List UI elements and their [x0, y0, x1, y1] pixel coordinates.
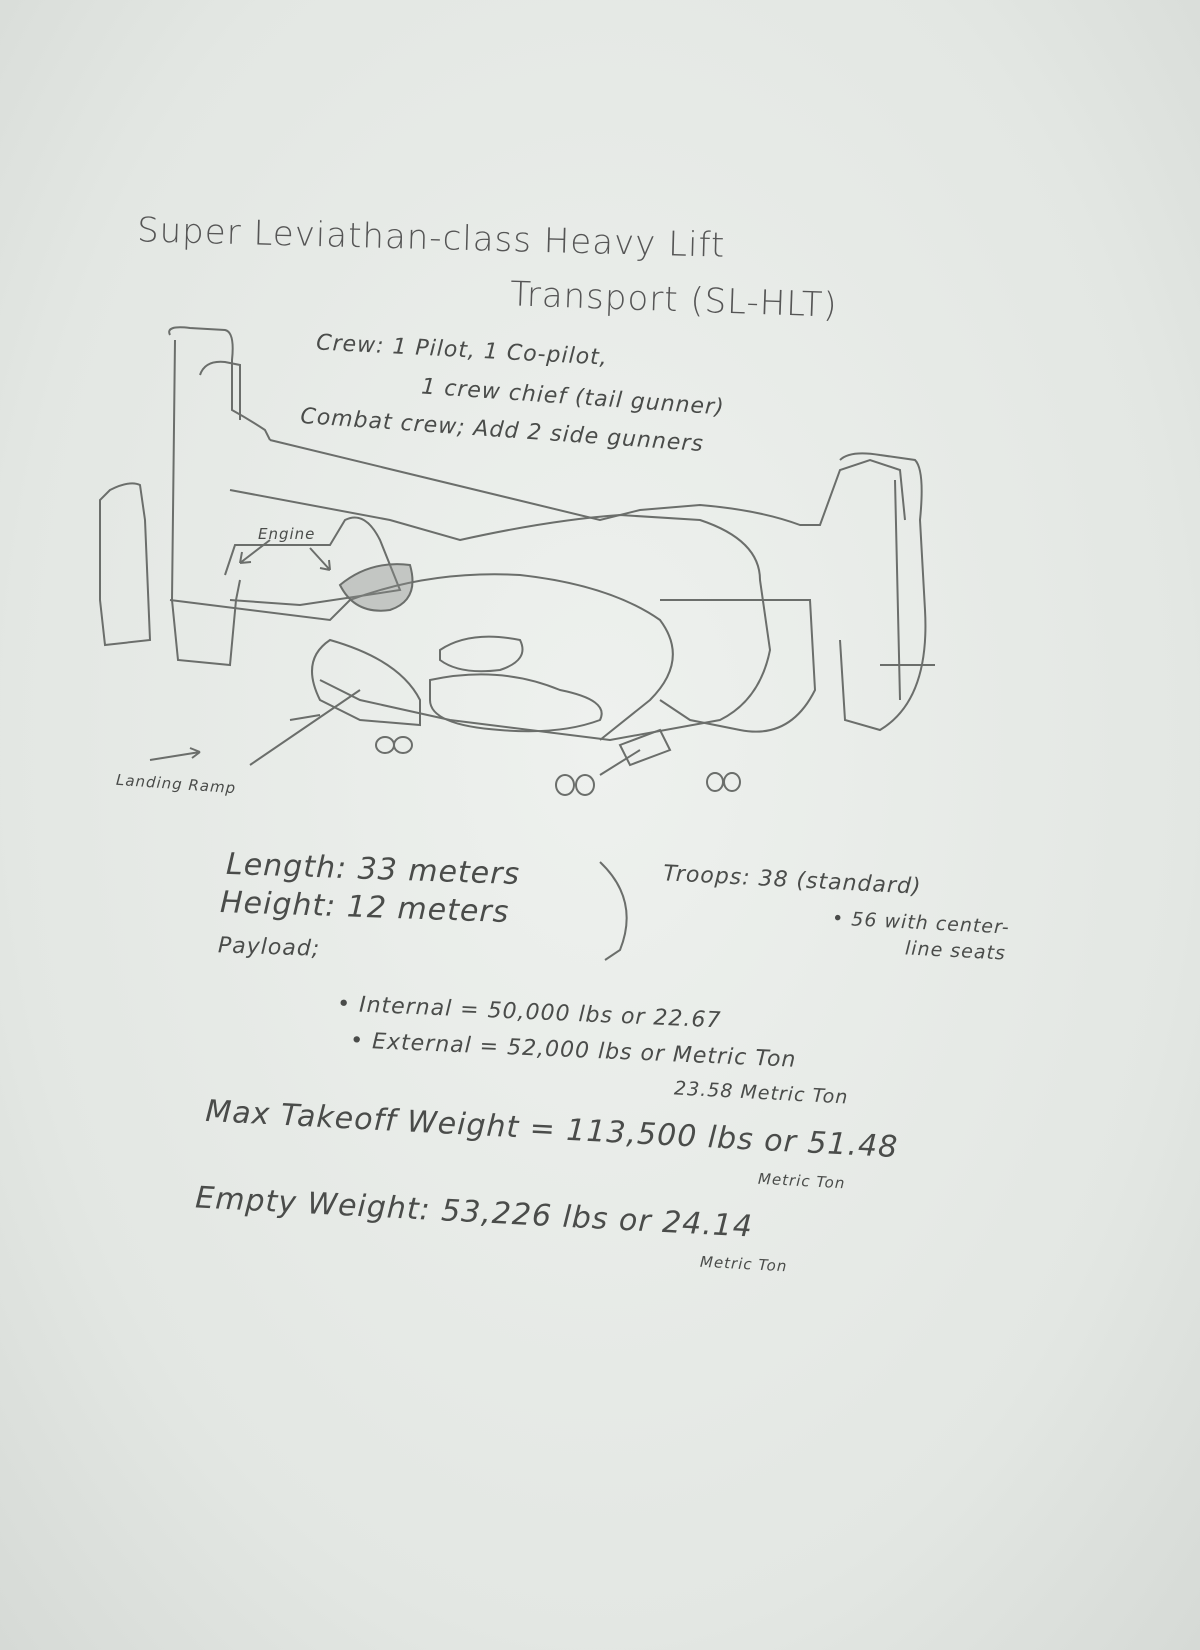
engine-shading [338, 563, 414, 612]
engine-arrow-right [309, 547, 331, 571]
wheel [723, 772, 741, 792]
fuselage-body [169, 573, 674, 741]
wheel [706, 772, 724, 792]
wheel [375, 736, 395, 754]
engine-housing [224, 516, 402, 607]
right-wingtip [880, 479, 935, 701]
left-rotor-nacelle [168, 326, 271, 667]
cockpit [311, 638, 421, 727]
tail-gun [599, 728, 672, 776]
left-nacelle-inner [199, 360, 241, 420]
fuselage-upper [229, 489, 772, 742]
window-1 [439, 635, 524, 673]
wing-top-line [269, 439, 906, 526]
engine-label: Engine [258, 525, 316, 543]
window-2 [429, 673, 603, 733]
wheel [393, 736, 413, 754]
landing-ramp-line [249, 689, 361, 766]
wheel [575, 774, 595, 796]
right-fuselage-pod [659, 599, 817, 733]
left-wingtip [99, 482, 152, 647]
specs-bracket [599, 861, 628, 961]
ramp-arrow [149, 747, 201, 761]
payload-label: Payload; [217, 933, 321, 962]
right-rotor-nacelle [839, 452, 927, 732]
engine-arrow-left [239, 539, 271, 564]
wheel [555, 774, 575, 796]
